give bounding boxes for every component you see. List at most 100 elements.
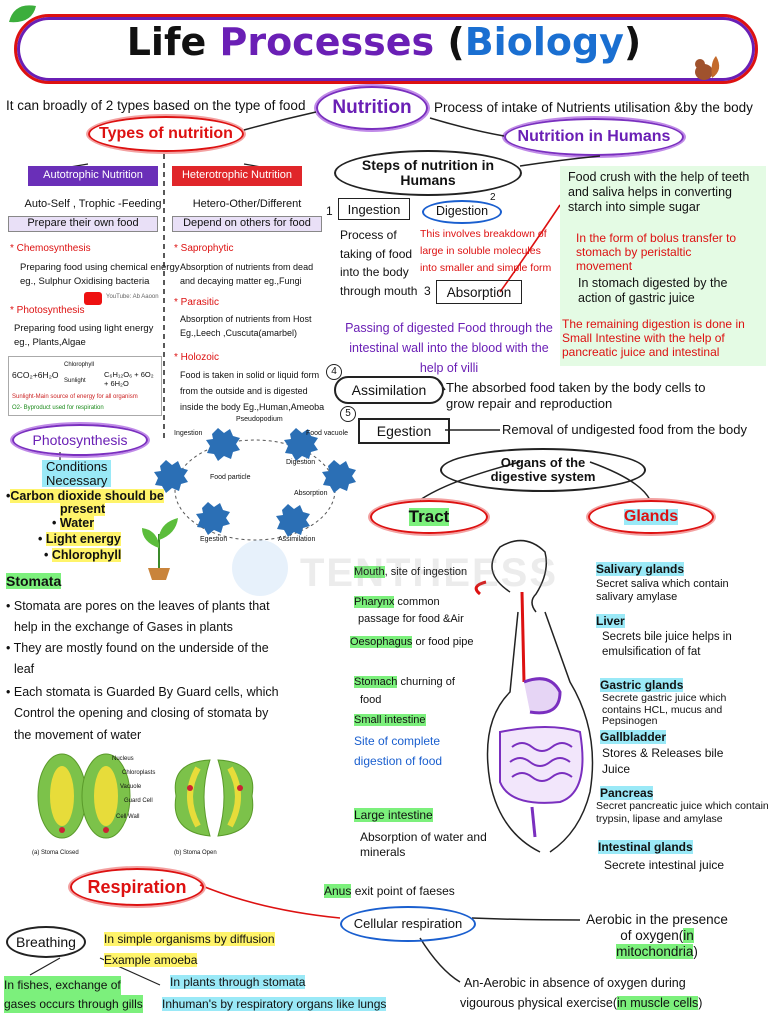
stoma-closed-caption: (a) Stoma Closed: [32, 850, 79, 856]
page-title: Life Processes (Biology): [126, 20, 642, 64]
tract-small-intestine: Small intestine: [354, 714, 426, 726]
condition-co2: •Carbon dioxide should be: [6, 489, 164, 503]
chemosynthesis-text2: eg., Sulphur Oxidising bacteria: [20, 276, 150, 287]
tract-anus: Anus exit point of faeses: [324, 884, 455, 898]
label-pseudopodium: Pseudopodium: [236, 416, 283, 423]
video-play-icon: [84, 292, 102, 305]
respiration-bubble: Respiration: [70, 868, 204, 906]
tract-stomach-desc: food: [360, 694, 382, 706]
label-food-vacuole: Food vacuole: [306, 430, 349, 437]
step2-number: 2: [490, 192, 496, 203]
parasitic-text1: Absorption of nutrients from Host: [180, 314, 312, 324]
plant-pot-icon: [142, 518, 178, 580]
breathing-diffusion: In simple organisms by diffusion: [104, 932, 275, 946]
autotrophic-desc: Auto-Self , Trophic -Feeding: [24, 198, 162, 210]
step-absorption-box: Absorption: [436, 280, 522, 304]
gland-intestinal-desc: Secrete intestinal juice: [604, 858, 725, 872]
gland-gallbladder: Gallbladder: [600, 730, 667, 744]
saprophytic-text2: and decaying matter eg.,Fungi: [180, 276, 302, 286]
label-ingestion: Ingestion: [174, 430, 203, 437]
holozoic-text2: from the outside and is digested: [180, 386, 308, 396]
stomata-label-chloroplasts: Chloroplasts: [122, 770, 156, 776]
stoma-open-caption: (b) Stoma Open: [174, 850, 217, 856]
leaf-icon: [9, 5, 36, 23]
gland-gastric: Gastric glands: [600, 678, 684, 692]
condition-light: • Light energy: [38, 532, 121, 546]
step-egestion-box: Egestion: [358, 418, 450, 444]
stomata-label-nucleus: Nucleus: [112, 756, 134, 762]
glands-bubble: Glands: [588, 500, 714, 534]
tract-mouth: Mouth, site of ingestion: [354, 566, 468, 578]
breathing-bubble: Breathing: [6, 926, 86, 958]
assimilation-desc: The absorbed food taken by the body cell…: [446, 380, 706, 412]
stomata-heading: Stomata: [6, 573, 62, 589]
holozoic-heading: * Holozoic: [174, 352, 220, 363]
step-digestion-bubble: Digestion: [422, 200, 502, 224]
tract-bubble: Tract: [370, 500, 488, 534]
photosynthesis-bubble: Photosynthesis: [12, 424, 148, 456]
saprophytic-heading: * Saprophytic: [174, 243, 234, 254]
organs-bubble: Organs of the digestive system: [440, 448, 646, 492]
tract-small-intestine-desc2: digestion of food: [354, 754, 443, 768]
breathing-plants: In plants through stomata: [170, 975, 306, 989]
parasitic-text2: Eg.,Leech ,Cuscuta(amarbel): [180, 328, 298, 338]
step-assimilation-bubble: Assimilation: [334, 376, 444, 404]
step3-number: 3: [424, 284, 431, 298]
autotrophic-tag: Autotrophic Nutrition: [28, 166, 158, 186]
video-label: YouTube: Ab Aaoon: [106, 294, 159, 300]
digestion-detail-panel: [560, 166, 766, 366]
label-food-particle: Food particle: [210, 474, 251, 481]
breathing-example: Example amoeba: [104, 953, 198, 967]
equation-box: [8, 356, 162, 416]
step5-number: 5: [340, 406, 356, 422]
digestive-system-diagram: [474, 539, 594, 853]
stomata-label-cell-wall: Cell Wall: [116, 814, 140, 820]
heterotrophic-def: Depend on others for food: [172, 216, 322, 232]
title-banner: [14, 14, 758, 84]
tract-pharynx: Pharynx common: [354, 596, 440, 608]
anaerobic-text1: An-Aerobic in absence of oxygen during: [464, 976, 686, 990]
condition-chlorophyll: • Chlorophyll: [44, 548, 122, 562]
condition-water: • Water: [52, 516, 95, 530]
tract-large-intestine-desc1: Absorption of water and: [360, 830, 487, 844]
tract-pharynx-desc: passage for food &Air: [358, 613, 464, 625]
equation-left: 6CO₂+6H₂O: [12, 370, 59, 380]
egestion-desc: Removal of undigested food from the body: [502, 422, 747, 437]
heterotrophic-desc: Hetero-Other/Different: [192, 198, 302, 210]
step1-number: 1: [326, 204, 333, 218]
holozoic-text3: inside the body Eg.,Human,Ameoba: [180, 402, 325, 412]
holozoic-text1: Food is taken in solid or liquid form: [180, 370, 320, 380]
equation-note1: Sunlight-Main source of energy for all o…: [12, 394, 138, 400]
stomata-point1: • Stomata are pores on the leaves of pla…: [6, 599, 270, 635]
tract-stomach: Stomach churning of: [354, 676, 455, 688]
tract-oesophagus: Oesophagus or food pipe: [350, 636, 474, 648]
label-absorption: Absorption: [294, 490, 328, 497]
gland-pancreas: Pancreas: [600, 786, 654, 800]
nutrition-definition: Process of intake of Nutrients utilisati…: [434, 100, 753, 115]
intro-text: It can broadly of 2 types based on the t…: [6, 98, 306, 113]
label-egestion: Egestion: [200, 536, 228, 543]
label-assimilation: Assimilation: [278, 536, 316, 543]
stomata-label-vacuole: Vacuole: [120, 784, 142, 790]
chemosynthesis-text1: Preparing food using chemical energy: [20, 262, 180, 273]
gland-salivary: Salivary glands: [596, 562, 685, 576]
breathing-humans: Inhuman's by respiratory organs like lun…: [162, 997, 387, 1011]
parasitic-heading: * Parasitic: [174, 297, 220, 308]
gland-liver: Liver: [596, 614, 625, 628]
step4-number: 4: [326, 364, 342, 380]
autotrophic-def: Prepare their own food: [8, 216, 158, 232]
anaerobic-text2: vigourous physical exercise(in muscle ce…: [460, 996, 703, 1010]
amoeba-cycle-diagram: [154, 428, 356, 541]
condition-co2-present: present: [60, 502, 106, 516]
heterotrophic-tag: Heterotrophic Nutrition: [172, 166, 302, 186]
